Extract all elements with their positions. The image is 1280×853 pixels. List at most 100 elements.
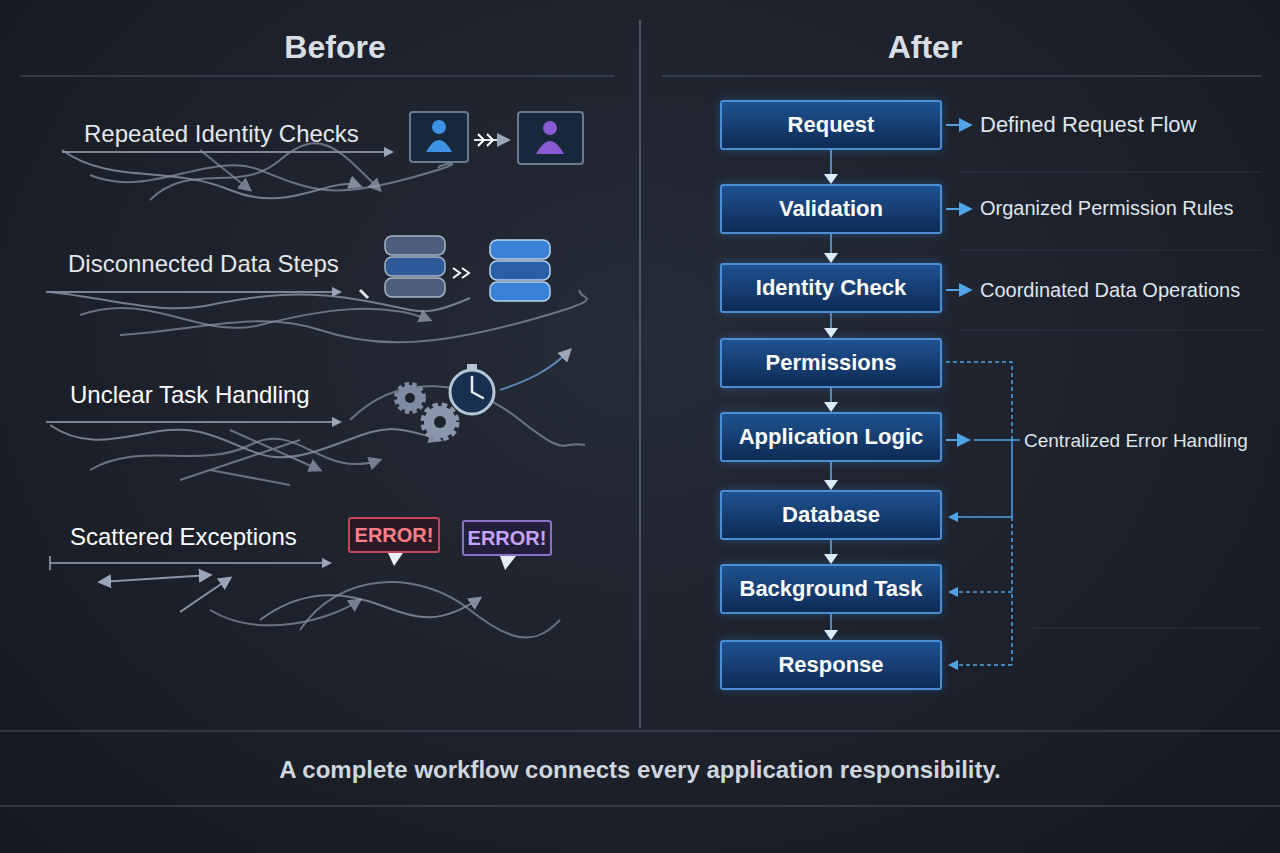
person-head [432, 120, 446, 134]
connector-line [830, 614, 832, 630]
connector-line [830, 540, 832, 554]
flow-connector [824, 388, 838, 412]
bracket-line [946, 362, 1012, 437]
problem-label: Repeated Identity Checks [84, 120, 404, 149]
pointer-tick [49, 556, 51, 570]
bracket-line [1012, 439, 1020, 441]
database-layer [490, 282, 550, 301]
leader-arrow [946, 124, 970, 126]
column-heading: After [825, 28, 1025, 66]
row-rule [960, 330, 1262, 331]
database-layer [385, 257, 445, 276]
tangled-line [180, 430, 320, 485]
node-text: ERROR! [468, 527, 547, 550]
tangled-line [210, 600, 360, 625]
node-text: Request [788, 112, 875, 137]
connector-line [830, 313, 832, 328]
clock-icon [450, 370, 494, 414]
side-label: Coordinated Data Operations [980, 278, 1278, 302]
tangled-line [200, 150, 250, 190]
person-body [536, 141, 564, 154]
badge-pointer [388, 553, 403, 566]
process-box: Request [720, 100, 942, 150]
process-box: Application Logic [720, 412, 942, 462]
tangled-line [80, 308, 430, 328]
bracket-line [1011, 437, 1013, 517]
node-text: Application Logic [739, 424, 924, 449]
connector-line [830, 462, 832, 480]
footer-rule [0, 730, 1280, 732]
gear-icon [397, 385, 423, 411]
error-badge: ERROR! [348, 517, 440, 553]
bracket-arrow [950, 516, 1012, 518]
process-box: Permissions [720, 338, 942, 388]
gear-hole [434, 416, 446, 428]
connector-line [830, 150, 832, 174]
tangled-line [62, 150, 360, 198]
flow-connector [824, 462, 838, 490]
badge-pointer [500, 556, 516, 570]
tangled-line [150, 143, 380, 200]
pointer-line [46, 291, 340, 293]
pointer-line [46, 421, 340, 423]
process-box: Response [720, 640, 942, 690]
footer-rule [0, 805, 1280, 807]
problem-label: Unclear Task Handling [70, 381, 380, 410]
node-text: Background Task [740, 576, 923, 601]
connector-line [830, 234, 832, 253]
tangled-line [500, 350, 570, 390]
chevron [453, 268, 469, 278]
gear-hole [405, 393, 415, 403]
node-text: Database [782, 502, 880, 527]
node-text: ERROR! [355, 524, 434, 547]
arrow-head [824, 554, 838, 564]
arrow-head [824, 630, 838, 640]
row-rule [960, 250, 1262, 251]
database-layer [385, 236, 445, 255]
problem-label: Scattered Exceptions [70, 523, 360, 552]
tangled-line [180, 578, 230, 612]
clock-hands [472, 377, 483, 398]
error-badge: ERROR! [462, 520, 552, 556]
flow-connector [824, 234, 838, 263]
clock-crown [467, 364, 477, 369]
tangled-line [300, 582, 560, 637]
monitor-icon [518, 112, 583, 164]
bracket-line [1011, 517, 1013, 665]
pointer-line [50, 562, 330, 564]
header-rule [662, 75, 1262, 77]
bracket-line [974, 439, 1012, 441]
leader-arrow [946, 439, 968, 441]
side-label: Organized Permission Rules [980, 196, 1275, 220]
column-divider [639, 20, 641, 728]
arrow-head [824, 253, 838, 263]
pointer-line [62, 151, 392, 153]
database-layer [385, 278, 445, 297]
person-head [543, 121, 557, 135]
row-rule [1030, 628, 1262, 629]
caption: A complete workflow connects every appli… [140, 756, 1140, 785]
side-label: Centralized Error Handling [1024, 430, 1279, 453]
column-heading: Before [235, 28, 435, 66]
tangled-line [50, 425, 440, 457]
process-box: Background Task [720, 564, 942, 614]
break-mark [360, 290, 368, 298]
bracket-arrow [950, 664, 1012, 666]
flow-connector [824, 540, 838, 564]
arrow-head [824, 328, 838, 338]
arrow-head [824, 480, 838, 490]
flow-connector [824, 614, 838, 640]
leader-arrow [946, 289, 970, 291]
node-text: Response [778, 652, 883, 677]
node-text: Identity Check [756, 275, 906, 300]
database-layer [490, 261, 550, 280]
gear-icon [424, 406, 456, 438]
tangled-line [100, 575, 210, 582]
person-body [426, 140, 452, 152]
leader-arrow [946, 208, 970, 210]
arrow-head [824, 402, 838, 412]
database-layer [490, 240, 550, 259]
tangled-line [260, 595, 480, 620]
